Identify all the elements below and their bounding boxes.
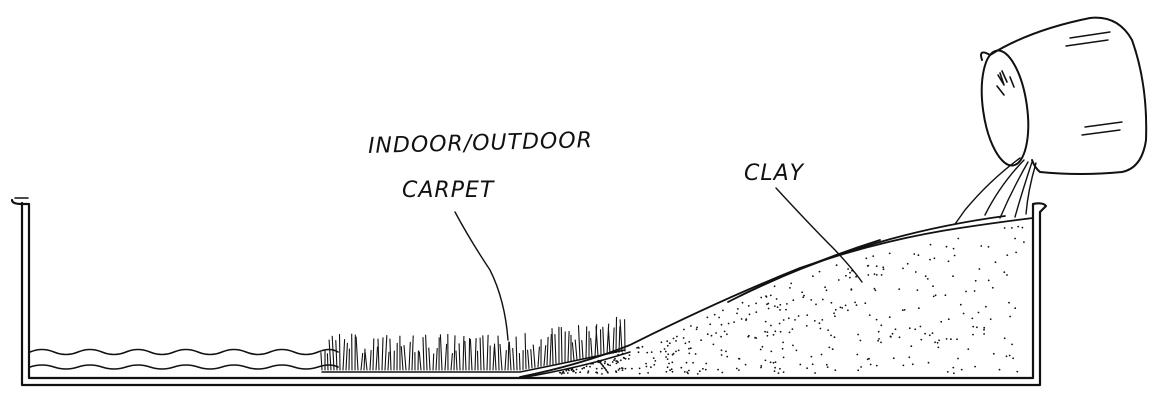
bucket-icon	[980, 16, 1148, 175]
label-clay: CLAY	[744, 161, 805, 186]
clay-texture	[559, 225, 1025, 375]
leader-lines	[454, 187, 863, 341]
water-surface	[29, 348, 339, 370]
label-indoor-outdoor: INDOOR/OUTDOOR	[367, 128, 594, 159]
clay-slope	[519, 215, 1034, 378]
carpet-fibers	[320, 316, 626, 371]
label-carpet: CARPET	[402, 178, 495, 203]
pour-stream	[954, 157, 1037, 225]
tank-outline	[10, 197, 1048, 387]
carpet-base	[321, 349, 631, 379]
